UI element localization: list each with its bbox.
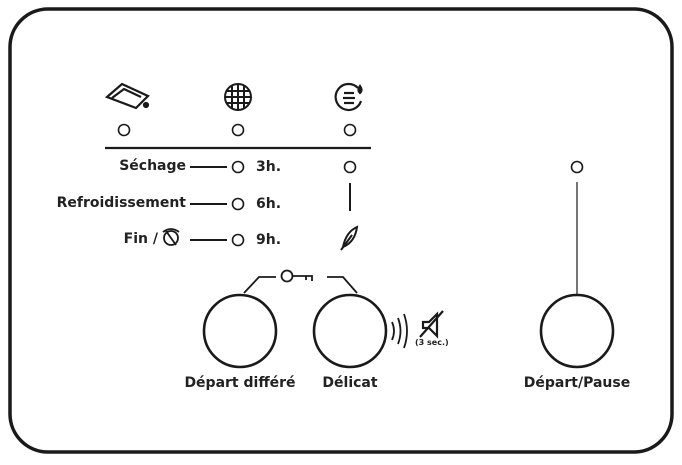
sound-wave-icon bbox=[391, 313, 408, 349]
delicate-label: Délicat bbox=[322, 375, 378, 391]
delay-start-label: Départ différé bbox=[184, 375, 296, 391]
led-start bbox=[570, 160, 584, 174]
delicate-button-shape[interactable] bbox=[312, 293, 388, 369]
label-3h: 3h. bbox=[256, 159, 282, 175]
start-pause-label: Départ/Pause bbox=[523, 375, 631, 391]
led-delicate bbox=[343, 160, 357, 174]
label-refroidissement: Refroidissement bbox=[56, 195, 186, 211]
sound-off-icon bbox=[419, 310, 444, 339]
led-dry bbox=[117, 123, 131, 137]
delay-start-button-shape[interactable] bbox=[202, 293, 278, 369]
led-9h bbox=[231, 233, 245, 247]
dry-clothes-icon bbox=[104, 82, 150, 110]
drum-tank-icon bbox=[334, 82, 363, 112]
label-9h: 9h. bbox=[256, 232, 282, 248]
panel-frame bbox=[8, 7, 674, 454]
sound-hint-label: (3 sec.) bbox=[415, 338, 449, 347]
label-fin: Fin / bbox=[123, 231, 158, 247]
feather-icon bbox=[340, 225, 359, 251]
led-6h bbox=[231, 197, 245, 211]
key-lock-icon bbox=[243, 269, 358, 294]
led-3h bbox=[231, 160, 245, 174]
anti-crease-icon bbox=[162, 228, 180, 246]
label-sechage: Séchage bbox=[119, 158, 186, 174]
label-6h: 6h. bbox=[256, 196, 282, 212]
start-pause-button-shape[interactable] bbox=[539, 293, 615, 369]
grid-filter-icon bbox=[224, 83, 252, 111]
led-tank bbox=[343, 123, 357, 137]
led-filter bbox=[231, 123, 245, 137]
